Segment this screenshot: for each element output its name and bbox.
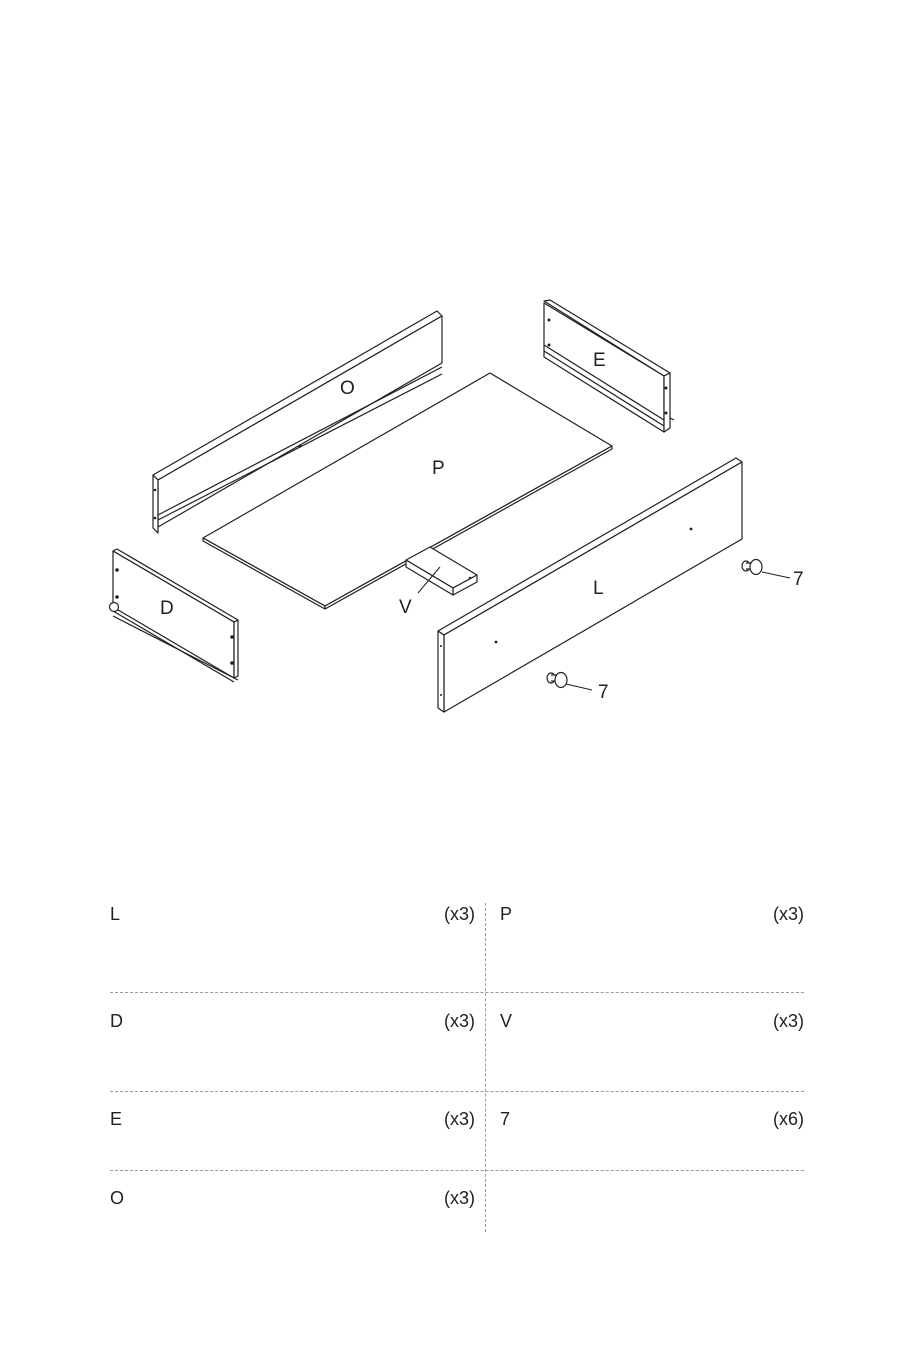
part-letter: 7 (500, 1108, 510, 1130)
parts-list-item: V (x3) (500, 1004, 804, 1044)
parts-list: L (x3) P (x3) D (x3) V (x3) E (x3) 7 (x6… (110, 897, 804, 1232)
part-letter: P (500, 903, 512, 925)
parts-list-item: 7 (x6) (500, 1102, 804, 1142)
label-knob-bottom: 7 (598, 682, 609, 703)
knob-bottom (547, 673, 567, 688)
parts-list-item: P (x3) (500, 897, 804, 937)
column-divider (485, 903, 486, 1232)
part-quantity: (x3) (444, 1187, 475, 1209)
panel-e (544, 300, 674, 432)
part-quantity: (x3) (444, 1108, 475, 1130)
parts-list-item: L (x3) (110, 897, 475, 937)
knob-right (742, 560, 762, 575)
label-l: L (593, 578, 604, 599)
parts-list-item: E (x3) (110, 1102, 475, 1142)
part-quantity: (x3) (444, 1010, 475, 1032)
label-p: P (432, 458, 445, 479)
row-divider (110, 1170, 804, 1171)
part-letter: V (500, 1010, 512, 1032)
part-letter: D (110, 1010, 123, 1032)
part-letter: E (110, 1108, 122, 1130)
part-quantity: (x3) (444, 903, 475, 925)
label-d: D (160, 598, 174, 619)
label-knob-right: 7 (793, 569, 804, 590)
part-letter: O (110, 1187, 124, 1209)
row-divider (110, 1091, 804, 1092)
exploded-assembly-diagram: O E P D V L 7 7 (0, 0, 914, 800)
label-v: V (399, 597, 412, 618)
part-quantity: (x3) (773, 903, 804, 925)
part-quantity: (x6) (773, 1108, 804, 1130)
label-e: E (593, 350, 606, 371)
parts-list-item: O (x3) (110, 1181, 475, 1221)
runner-v (406, 547, 477, 595)
label-o: O (340, 378, 355, 399)
part-quantity: (x3) (773, 1010, 804, 1032)
parts-list-item: D (x3) (110, 1004, 475, 1044)
part-letter: L (110, 903, 120, 925)
row-divider (110, 992, 804, 993)
panel-d (110, 549, 239, 682)
